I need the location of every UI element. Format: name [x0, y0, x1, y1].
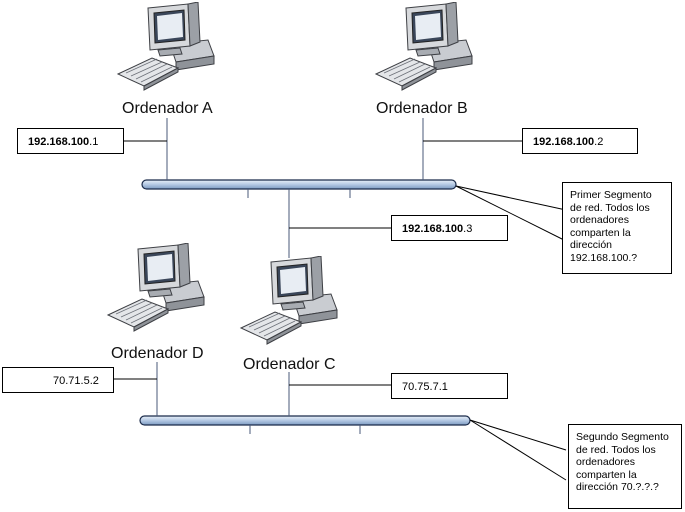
ip-a-network: 192.168.100 — [28, 136, 90, 148]
ip-box-d: 70.71.5.2 — [2, 367, 114, 393]
computer-c-icon — [233, 255, 343, 351]
segment-1-note: Primer Segmento de red. Todos los ordena… — [562, 182, 672, 274]
computer-d-icon — [100, 242, 210, 338]
ip-c1-network: 192.168.100 — [402, 223, 464, 235]
computer-b-icon — [368, 1, 478, 97]
note-2-pointer-edge — [469, 419, 567, 451]
ip-a-host: .1 — [89, 136, 99, 148]
note-2-pointer — [469, 419, 567, 481]
note-1-pointer-edge — [455, 185, 567, 211]
ip-box-a: 192.168.100.1 — [17, 128, 124, 154]
computer-a-icon — [110, 1, 220, 97]
computer-a-label: Ordenador A — [122, 100, 213, 117]
ip-c2-host: 70.75.7.1 — [402, 381, 448, 393]
computer-b-label: Ordenador B — [376, 100, 468, 117]
ip-box-c1: 192.168.100.3 — [391, 215, 508, 241]
ip-c1-host: .3 — [463, 223, 473, 235]
ip-d-host: 70.71.5.2 — [53, 375, 99, 387]
computer-d-label: Ordenador D — [111, 345, 204, 362]
segment-2-bus — [139, 415, 471, 426]
ip-box-c2: 70.75.7.1 — [391, 373, 508, 399]
ip-b-host: .2 — [594, 136, 604, 148]
computer-c-label: Ordenador C — [243, 356, 336, 373]
segment-2-note: Segundo Segmento de red. Todos los orden… — [568, 424, 682, 509]
ip-b-network: 192.168.100 — [533, 136, 595, 148]
note-1-pointer — [455, 185, 567, 242]
segment-1-bus — [141, 179, 457, 190]
ip-box-b: 192.168.100.2 — [522, 128, 638, 154]
